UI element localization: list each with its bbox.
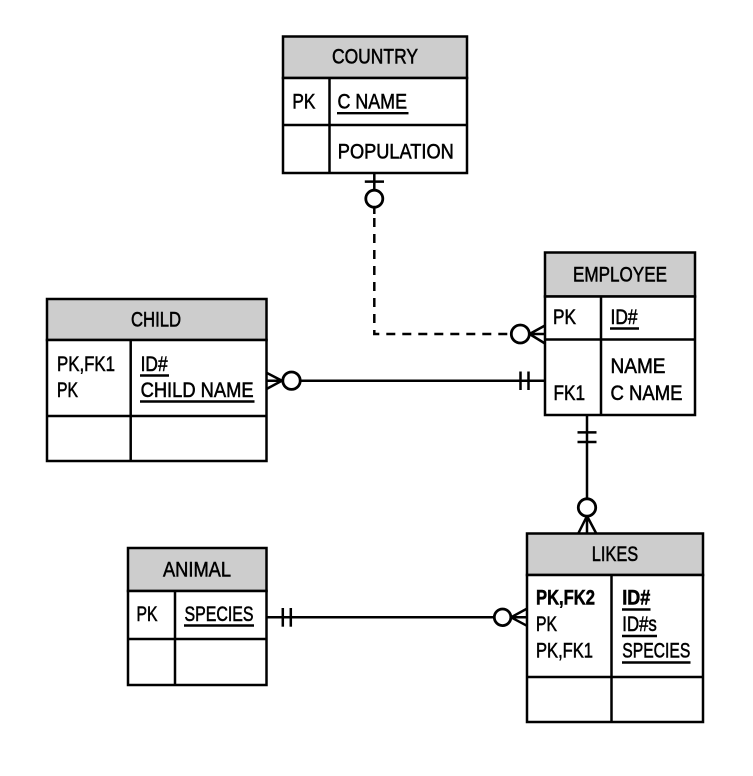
svg-text:PK,FK1: PK,FK1	[57, 353, 115, 376]
svg-text:CHILD NAME: CHILD NAME	[141, 379, 254, 402]
svg-text:PK,FK2: PK,FK2	[536, 587, 595, 610]
svg-text:PK: PK	[536, 613, 557, 636]
svg-text:ID#: ID#	[622, 587, 650, 610]
svg-text:ID#: ID#	[141, 353, 168, 376]
svg-text:SPECIES: SPECIES	[622, 640, 690, 663]
svg-text:COUNTRY: COUNTRY	[332, 46, 418, 69]
svg-text:C NAME: C NAME	[611, 382, 683, 405]
svg-text:LIKES: LIKES	[592, 543, 639, 566]
svg-text:CHILD: CHILD	[131, 309, 181, 332]
svg-text:NAME: NAME	[611, 355, 666, 378]
svg-text:SPECIES: SPECIES	[185, 603, 254, 626]
svg-text:PK,FK1: PK,FK1	[536, 640, 593, 663]
svg-text:PK: PK	[553, 306, 576, 329]
svg-text:ID#: ID#	[611, 306, 638, 329]
svg-text:PK: PK	[57, 379, 78, 402]
svg-text:POPULATION: POPULATION	[338, 141, 454, 164]
svg-text:PK: PK	[292, 91, 315, 114]
svg-text:ID#s: ID#s	[622, 613, 657, 636]
svg-text:C NAME: C NAME	[338, 91, 408, 114]
svg-text:FK1: FK1	[554, 382, 586, 405]
svg-text:EMPLOYEE: EMPLOYEE	[573, 264, 667, 287]
svg-text:PK: PK	[137, 603, 158, 626]
svg-text:ANIMAL: ANIMAL	[163, 559, 231, 582]
